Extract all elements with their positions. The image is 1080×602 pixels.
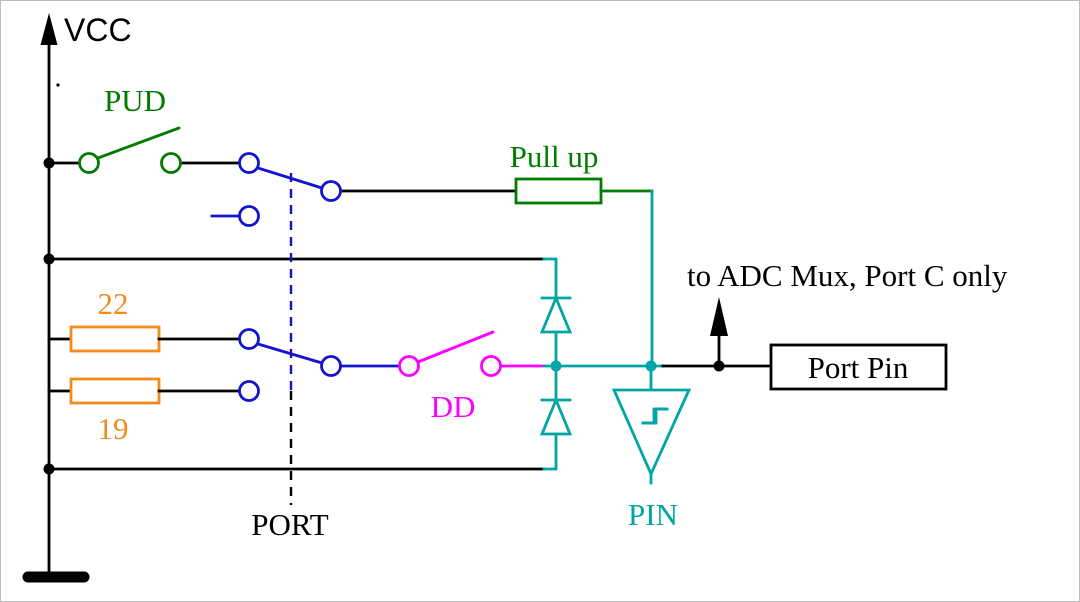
junction-dot [550,360,562,372]
output-select-switch [238,328,401,402]
adc-arrow-icon [710,297,728,336]
resistor-22-label: 22 [98,286,129,321]
diode-to-gnd [539,396,573,436]
switch-lever [416,330,495,364]
port-boundary: PORT [251,173,329,542]
switch-contact [160,152,182,174]
switch-contact [238,205,260,227]
resistor-19: 19 [47,377,241,446]
wire [542,432,558,471]
dd-switch: DD [398,330,546,424]
diode-to-vcc [539,294,573,334]
port-pin-label: Port Pin [808,350,909,385]
clamp-diodes [539,257,573,471]
switch-contact [238,152,260,174]
port-label: PORT [251,507,328,542]
pin-label: PIN [628,497,678,532]
vcc-rail: VCC [40,12,132,577]
switch-contact [238,380,260,402]
pin-buffer: PIN [611,364,692,532]
switch-lever [96,126,181,160]
switch-contact [480,355,502,377]
switch-contact [238,328,260,350]
switch-contact [320,180,342,202]
pullup-resistor: Pull up [510,139,654,205]
port-pin-rect [769,343,948,391]
stray-dot [56,83,60,87]
hysteresis-icon [641,407,669,425]
wire [542,257,558,300]
resistor-body [69,325,161,353]
resistor-body [69,377,161,405]
buffer-triangle [611,388,692,478]
adc-note-label: to ADC Mux, Port C only [687,258,1008,293]
switch-contact [320,355,342,377]
resistor-19-label: 19 [98,411,129,446]
pud-label: PUD [104,83,166,118]
switch-contact [398,355,420,377]
pud-switch: PUD [78,83,182,174]
resistor-body [514,177,603,205]
resistor-22: 22 [47,286,241,353]
pullup-label: Pull up [510,139,599,174]
port-pin-box: Port Pin [769,343,948,391]
switch-contact [78,152,100,174]
dd-label: DD [431,389,476,424]
vcc-arrow-icon [40,13,58,45]
adc-tap: to ADC Mux, Port C only [687,258,1008,368]
vcc-label: VCC [64,12,132,48]
